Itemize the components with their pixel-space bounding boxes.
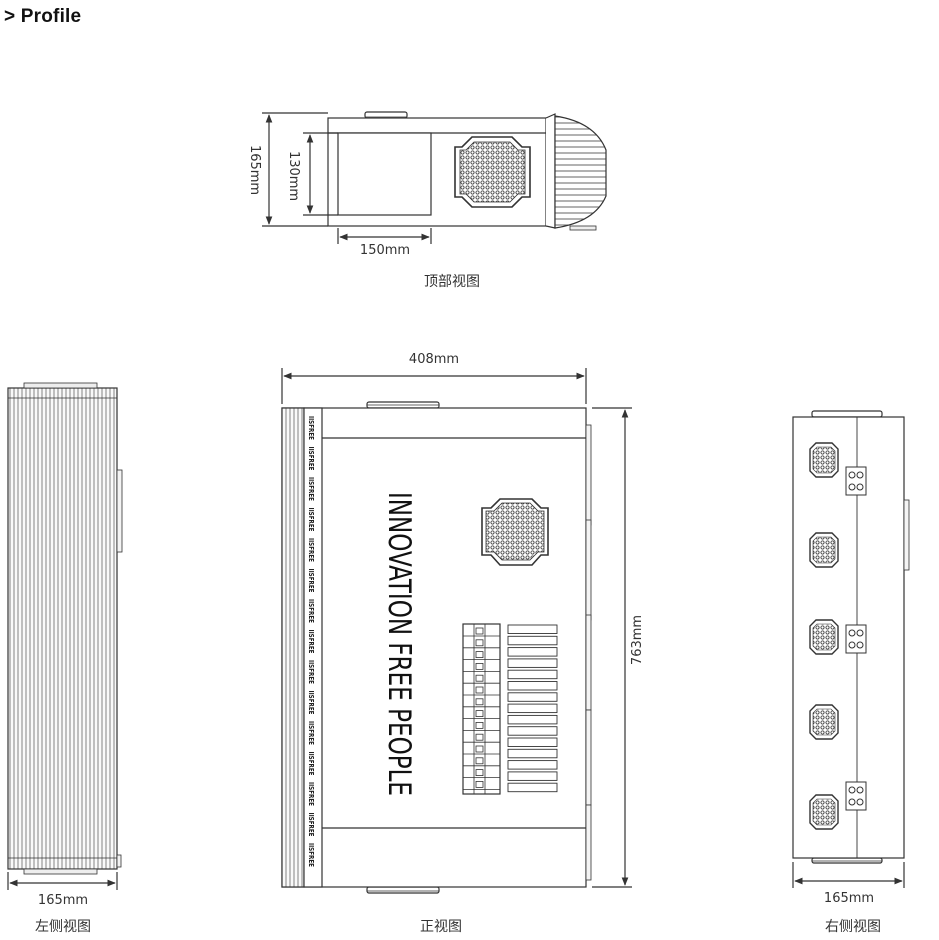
left-view-fins (7, 387, 118, 870)
label-slot (507, 681, 558, 691)
header-title: Profile (20, 6, 82, 27)
label-slot (507, 748, 558, 759)
breaker-switch (475, 663, 484, 670)
label-slot (507, 669, 558, 680)
top-dim-width: 150mm (360, 243, 410, 258)
brand-strip-label: IISFREE (307, 508, 315, 532)
breaker-switch (475, 781, 484, 788)
breaker-switch (475, 627, 484, 635)
left-view (7, 382, 123, 875)
brand-strip-label: IISFREE (307, 782, 315, 806)
brand-strip-label: IISFREE (307, 599, 315, 623)
front-dim-width: 408mm (409, 352, 459, 367)
front-left-fins (281, 407, 305, 888)
label-slot (507, 635, 558, 646)
right-view-socket (845, 466, 867, 496)
right-view-vent (809, 619, 839, 655)
top-view (327, 111, 607, 231)
right-view-vent (809, 704, 839, 740)
section-header: > Profile (4, 6, 81, 28)
brand-strip-label: IISFREE (307, 721, 315, 745)
breaker-switch (475, 639, 484, 647)
label-slot (507, 703, 558, 714)
right-view-vent (809, 442, 839, 478)
label-slot (507, 726, 558, 736)
top-view-fins (554, 115, 607, 229)
front-dim-height: 763mm (630, 615, 645, 665)
label-slot (507, 658, 558, 668)
label-slot (507, 714, 558, 725)
right-view-socket (845, 781, 867, 811)
label-slot (507, 624, 558, 634)
brand-strip-label: IISFREE (307, 843, 315, 867)
left-view-caption: 左侧视图 (35, 919, 91, 935)
right-view-vent (809, 794, 839, 830)
breaker-switch (475, 710, 484, 717)
top-view-handle-top (364, 111, 408, 119)
right-dim-width: 165mm (824, 891, 874, 906)
breaker-switch (475, 686, 484, 694)
breaker-switch (475, 698, 484, 706)
right-view-vent (809, 532, 839, 568)
left-dim-width: 165mm (38, 893, 88, 908)
top-dim-inner-height: 130mm (286, 151, 301, 201)
front-view-caption: 正视图 (420, 919, 462, 935)
top-dim-outer-height: 165mm (247, 145, 262, 195)
breaker-switch (475, 733, 484, 741)
brand-strip-label: IISFREE (307, 630, 315, 654)
label-slot (507, 737, 558, 747)
breaker-switch (475, 769, 484, 776)
header-marker: > (4, 6, 16, 27)
right-view-socket (845, 624, 867, 654)
top-view-panel (337, 132, 432, 216)
breaker-switch (475, 745, 484, 753)
label-slot (507, 771, 558, 781)
brand-strip-label: IISFREE (307, 813, 315, 837)
label-slot (507, 647, 558, 657)
breaker-switch (475, 651, 484, 658)
front-handle-top (366, 401, 440, 409)
front-handle-bottom (366, 886, 440, 894)
brand-strip-label: IISFREE (307, 416, 315, 440)
right-view-caption: 右侧视图 (825, 919, 881, 935)
brand-strip-label: IISFREE (307, 447, 315, 471)
front-breakers (462, 623, 501, 795)
label-slot (507, 782, 558, 793)
brand-strip-label: IISFREE (307, 538, 315, 562)
brand-strip-label: IISFREE (307, 691, 315, 715)
label-slot (507, 692, 558, 702)
front-slogan: INNOVATION FREE PEOPLE (381, 492, 417, 796)
top-view-caption: 顶部视图 (424, 274, 480, 290)
breaker-switch (475, 757, 484, 765)
brand-strip-label: IISFREE (307, 477, 315, 501)
brand-strip-label: IISFREE (307, 569, 315, 593)
label-slot (507, 760, 558, 770)
brand-strip-label: IISFREE (307, 752, 315, 776)
brand-strip-label: IISFREE (307, 660, 315, 684)
breaker-switch (475, 722, 484, 729)
breaker-switch (475, 674, 484, 682)
